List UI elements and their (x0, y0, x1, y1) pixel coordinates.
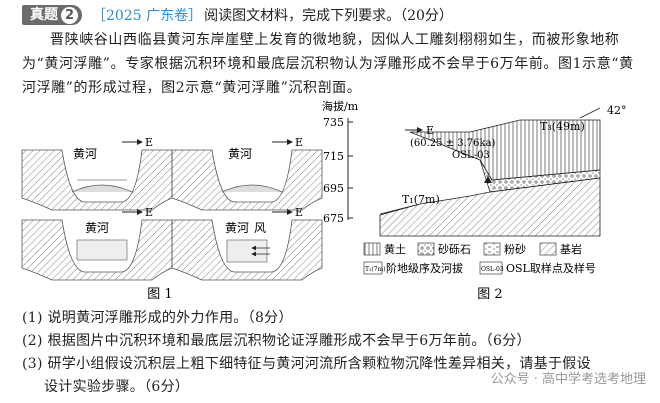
y-tick-675: 675 (323, 212, 344, 225)
badge-label: 真题 (30, 7, 58, 23)
figure1-panel-4 (171, 209, 323, 281)
question-3-cont: 设计实验步骤。（6分） (44, 379, 190, 395)
question-1: (1) 说明黄河浮雕形成的外力作用。（8分） (22, 310, 293, 326)
question-header: 真题 2 ［2025 广东卷］ 阅读图文材料，完成下列要求。（20分） (22, 4, 453, 26)
legend-loess: 黄土 (384, 242, 406, 256)
figure1-panel-3 (21, 209, 173, 281)
fig2-osl-label: OSL-03 (452, 150, 490, 161)
fig1-east-3: E (145, 206, 153, 219)
fig1-east-4: E (295, 206, 303, 219)
osl-sample-marker (484, 176, 492, 183)
figure2-section: 海拔/m 735 715 695 675 T₃(49m) 42° (60.25 … (322, 99, 627, 302)
watermark: 公众号 · 高中学考选考地理 (490, 372, 646, 387)
figure1-panel-1 (21, 139, 173, 211)
fig1-wind-label: 风 (254, 221, 266, 235)
source-tag: ［2025 广东卷］ (92, 8, 203, 24)
legend-gravel: 砂砾石 (438, 243, 471, 256)
legend-osl-icon: OSL-03 (481, 266, 504, 273)
fig1-river-label-4: 黄河 (225, 221, 249, 235)
passage-text: 晋陕峡谷山西临县黄河东岸崖壁上发育的微地貌，因似人工雕刻栩栩如生，而被形象地称为… (22, 32, 634, 96)
fig1-caption: 图 1 (147, 287, 172, 302)
y-tick-695: 695 (323, 182, 344, 195)
fig2-y-ticks: 735 715 695 675 (323, 116, 353, 225)
legend-silt: 粉砂 (504, 243, 526, 256)
y-tick-715: 715 (323, 150, 344, 163)
fig2-t1-label: T₁(7m) (402, 193, 440, 206)
badge-number: 2 (61, 6, 78, 24)
y-tick-735: 735 (323, 116, 344, 129)
fig2-caption: 图 2 (477, 287, 502, 302)
legend-bedrock: 基岩 (560, 242, 582, 256)
legend-osl: OSL取样点及样号 (506, 261, 596, 275)
fig2-east-label: E (426, 124, 434, 137)
fig2-dip-label: 42° (607, 104, 627, 117)
instruction-text: 阅读图文材料，完成下列要求。（20分） (204, 8, 453, 24)
question-badge: 真题 2 (22, 5, 82, 25)
question-3: (3) 研学小组假设沉积层上粗下细特征与黄河河流所含颗粒物沉降性差异相关，请基于… (22, 356, 591, 372)
legend-terrace-icon: T₁(7m) (365, 266, 386, 273)
fig1-east-2: E (295, 136, 303, 149)
figure1-panel-2 (171, 139, 323, 211)
fig2-age-label: (60.25 ± 3.76ka) (410, 138, 496, 149)
fig1-river-label-3: 黄河 (85, 221, 109, 235)
fig1-river-label-2: 黄河 (228, 147, 252, 161)
legend-terrace: 阶地级序及河拔 (386, 261, 463, 275)
fig2-y-axis-title: 海拔/m (322, 99, 359, 113)
fig1-east-1: E (145, 136, 153, 149)
fig2-t3-label: T₃(49m) (540, 120, 585, 133)
fig2-legend: 黄土 砂砾石 粉砂 基岩 T₁(7m) 阶地级序及河拔 OSL-03 OSL取样… (363, 242, 596, 275)
question-2: (2) 根据图片中沉积环境和最底层沉积物论证浮雕形成不会早于6万年前。（6分） (22, 333, 531, 349)
fig1-river-label-1: 黄河 (73, 147, 97, 161)
